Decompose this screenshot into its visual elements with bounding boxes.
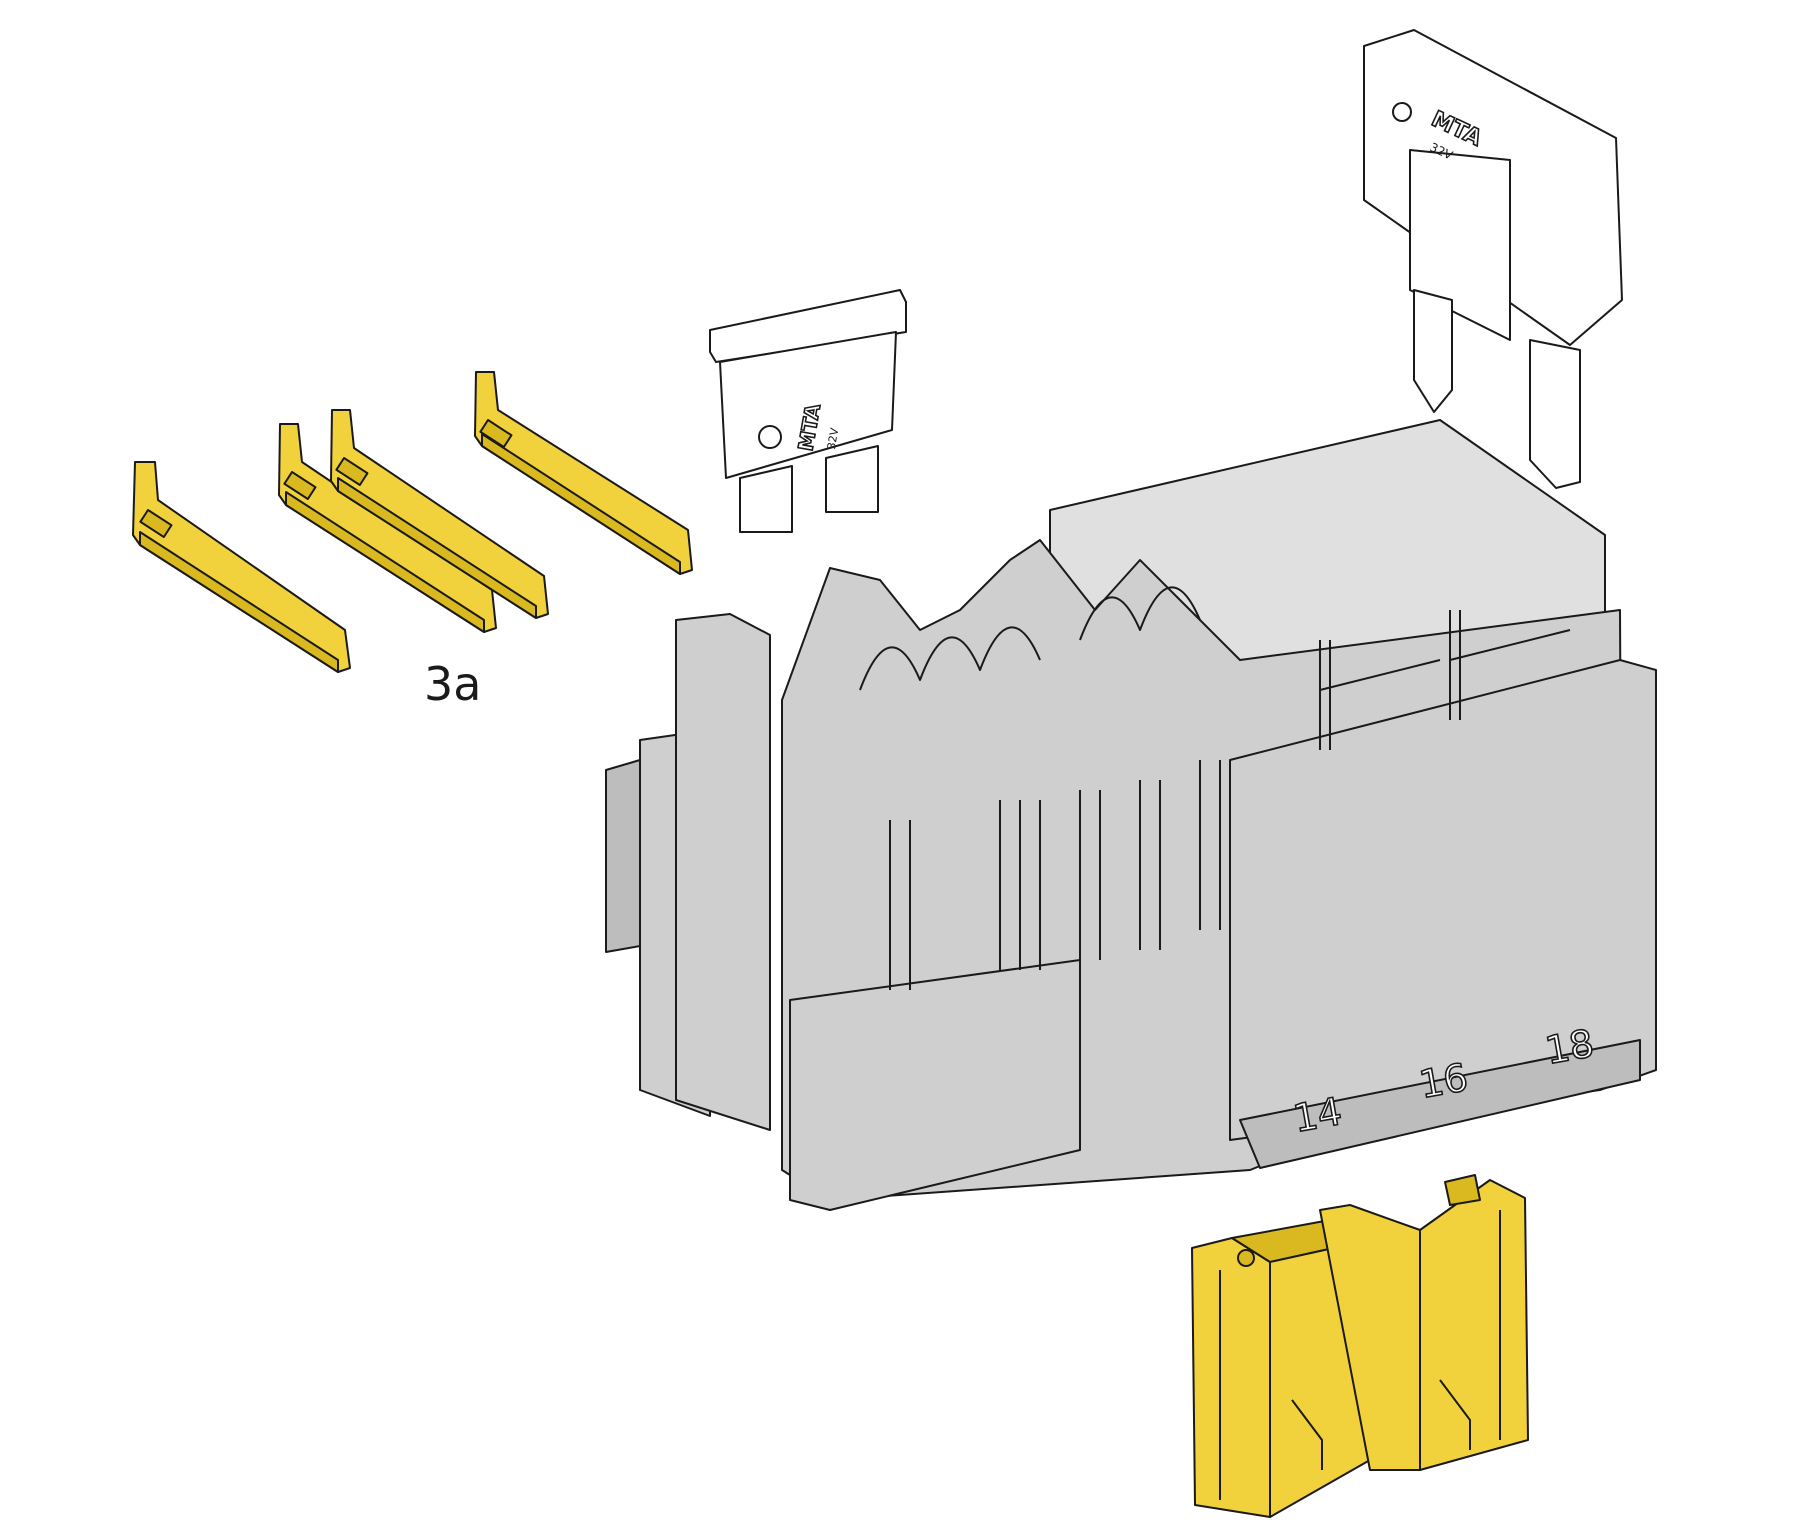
fuse-rating-label: 32V: [825, 427, 842, 451]
housing-slots: [859, 586, 1571, 990]
clip-bar: [278, 423, 497, 633]
yellow-relay-block: [1191, 1174, 1529, 1518]
fuse-marking: MTA 32V: [792, 401, 842, 454]
fuse-relay-housing: 14 16 18: [605, 419, 1657, 1211]
large-fuse: MTA 32V: [1363, 29, 1623, 489]
housing-number-16: 16: [1416, 1055, 1471, 1107]
clip-bar: [474, 371, 693, 575]
clip-bar: [132, 461, 351, 673]
housing-number-18: 18: [1542, 1021, 1597, 1073]
small-blade-fuse: MTA 32V: [709, 289, 907, 533]
yellow-clip-bars: 3a: [132, 371, 693, 711]
housing-number-14: 14: [1290, 1089, 1345, 1141]
clip-bar: [330, 409, 549, 619]
callout-label-3a: 3a: [424, 657, 481, 711]
fuse-brand-label: MTA: [793, 401, 825, 452]
